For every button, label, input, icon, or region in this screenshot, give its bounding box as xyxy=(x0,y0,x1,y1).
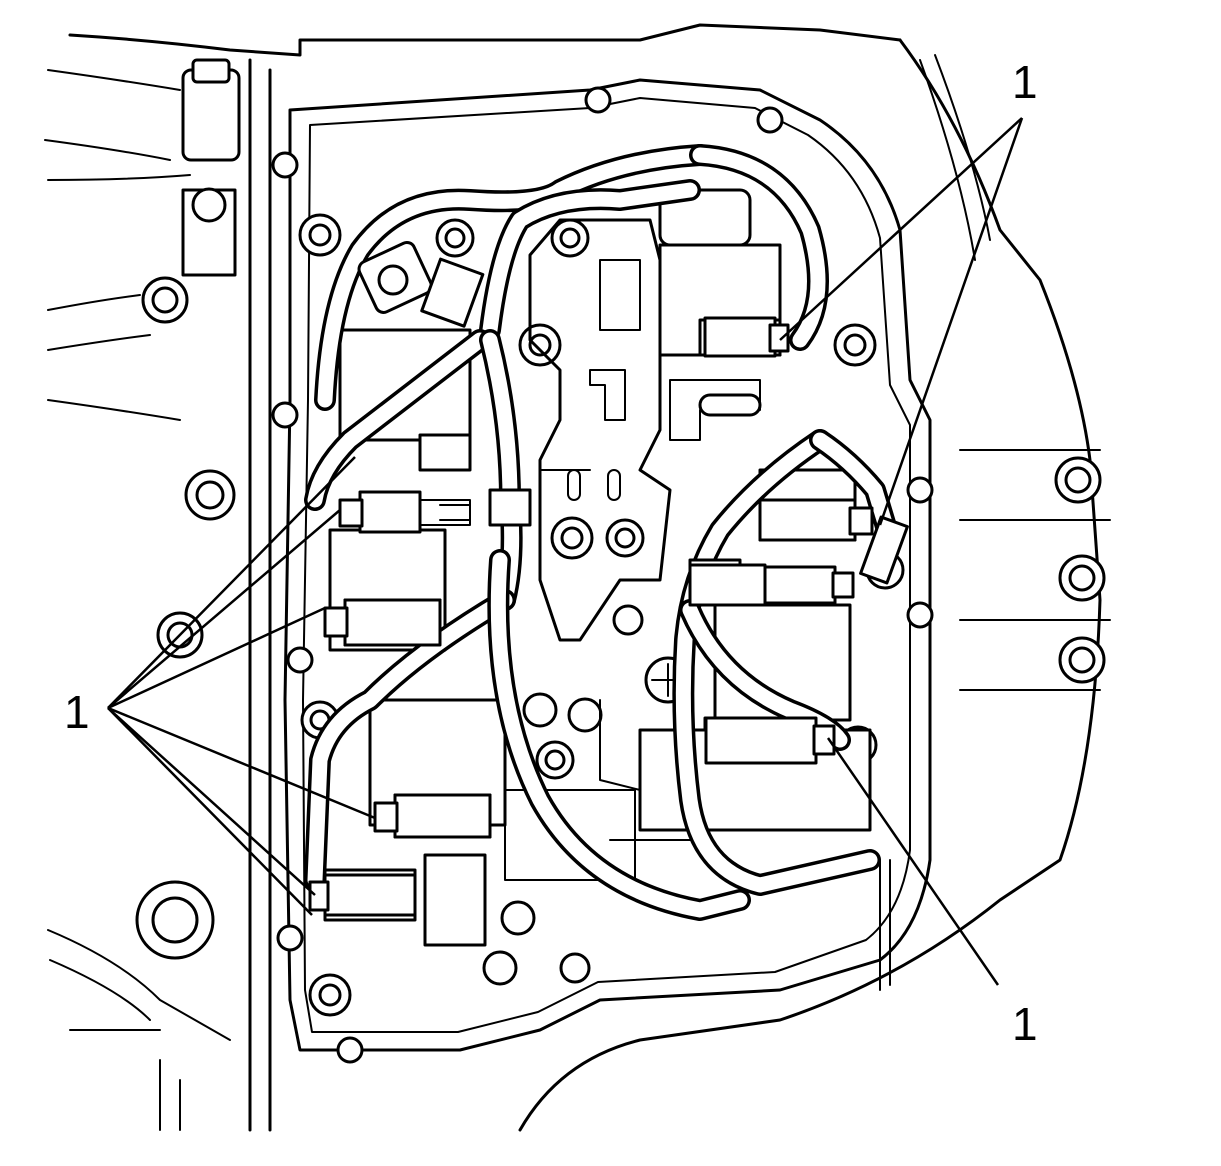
valve-body-outline xyxy=(283,78,932,1052)
connector-left-1 xyxy=(338,490,471,534)
bolt-left-2 xyxy=(181,187,237,277)
callout-labels: 1 1 1 xyxy=(64,56,1038,1050)
harness-main-upper xyxy=(314,144,829,411)
bolt-top-left xyxy=(181,58,241,162)
harness-connectors xyxy=(308,240,874,917)
transmission-case xyxy=(44,23,1111,1132)
callout-leaders xyxy=(107,117,1024,986)
connector-left-3 xyxy=(373,793,492,839)
connector-left-4 xyxy=(308,873,417,917)
callout-label-top-right: 1 xyxy=(1012,56,1038,108)
connector-left-2 xyxy=(323,598,442,647)
harness-diagonal xyxy=(304,329,491,511)
center-plate xyxy=(504,218,762,881)
connector-right-mid xyxy=(758,498,874,542)
connector-top xyxy=(357,240,485,328)
callout-label-left: 1 xyxy=(64,686,90,738)
connector-center-right xyxy=(688,563,855,607)
callout-label-bottom-right: 1 xyxy=(1012,998,1038,1050)
connector-lower-right xyxy=(704,716,836,765)
harness-center-vertical xyxy=(304,329,751,921)
connector-upper-right xyxy=(703,316,790,358)
